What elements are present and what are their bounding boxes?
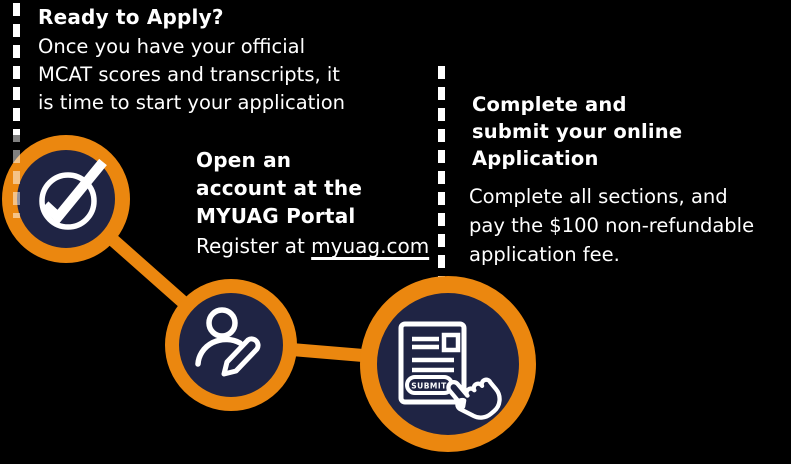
portal-step-block: Open an account at the MYUAG Portal Regi… — [196, 146, 429, 259]
myuag-link[interactable]: myuag.com — [311, 234, 430, 258]
register-prefix: Register at — [196, 234, 312, 258]
portal-step-title: Open an account at the MYUAG Portal — [196, 146, 429, 230]
step3-circle: SUBMIT — [360, 276, 536, 452]
hand-cursor-icon — [446, 377, 502, 420]
left-dashed-line — [13, 3, 20, 135]
intro-title: Ready to Apply? — [38, 5, 224, 29]
submit-body-line: pay the $100 non-refundable — [469, 214, 755, 237]
submit-body-line: Complete all sections, and — [469, 185, 728, 208]
portal-title-line: MYUAG Portal — [196, 204, 356, 228]
register-line: Register at myuag.com — [196, 233, 429, 259]
middle-dashed-line — [438, 66, 445, 292]
intro-body-line: MCAT scores and transcripts, it — [38, 63, 340, 86]
hand-cursor-shape — [446, 377, 502, 420]
intro-body: Once you have your official MCAT scores … — [38, 33, 345, 117]
submit-step-title: Complete and submit your online Applicat… — [472, 91, 682, 172]
check-stroke — [41, 158, 107, 225]
submit-step-body-block: Complete all sections, and pay the $100 … — [469, 182, 754, 269]
person-head — [206, 307, 238, 339]
person-shoulders — [195, 336, 243, 367]
document-photo-box — [441, 332, 461, 353]
intro-body-line: Once you have your official — [38, 35, 306, 58]
submit-title-line: Complete and — [472, 93, 627, 116]
register-account-icon — [195, 307, 261, 377]
submit-document-icon: SUBMIT — [398, 321, 502, 420]
checkmark-circle-icon — [39, 158, 107, 230]
submit-title-line: Application — [472, 147, 599, 170]
submit-title-line: submit your online — [472, 120, 683, 143]
intro-block: Ready to Apply? Once you have your offic… — [38, 4, 345, 117]
submit-button-label: SUBMIT — [411, 382, 447, 391]
left-dashed-line-overlay — [13, 129, 20, 218]
check-ring — [39, 172, 97, 230]
pencil-icon — [221, 336, 261, 377]
document-outline — [398, 321, 467, 405]
step2-circle — [165, 279, 297, 411]
intro-body-line: is time to start your application — [38, 91, 346, 114]
portal-title-line: Open an — [196, 148, 292, 172]
submit-step-body: Complete all sections, and pay the $100 … — [469, 182, 754, 269]
submit-step-title-block: Complete and submit your online Applicat… — [472, 91, 682, 172]
step1-circle — [2, 135, 130, 263]
portal-title-line: account at the — [196, 176, 363, 200]
submit-body-line: application fee. — [469, 243, 620, 266]
